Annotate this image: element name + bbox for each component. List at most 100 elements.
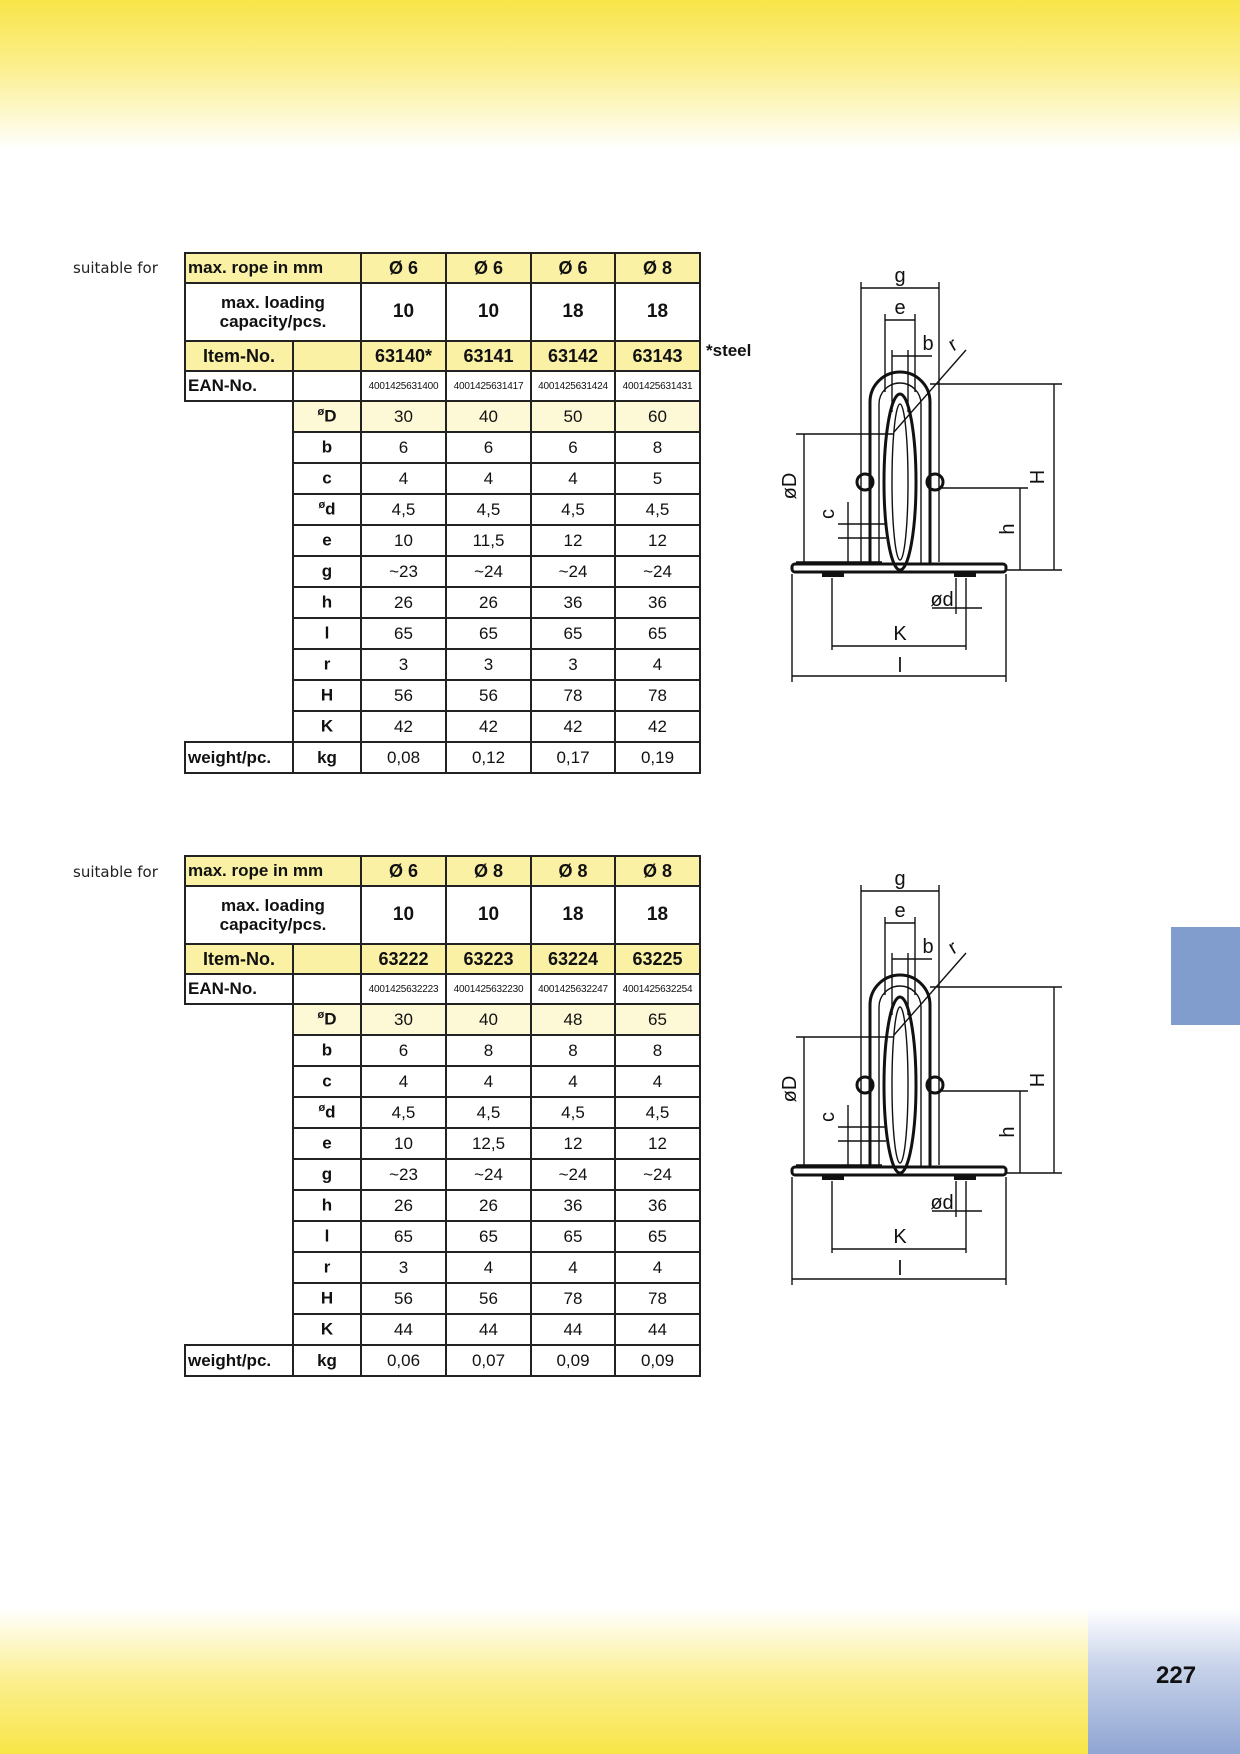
dimension-label: g: [292, 555, 362, 588]
dimension-name: h: [321, 592, 333, 612]
dimension-name: g: [321, 1164, 333, 1184]
dimension-name: D: [324, 406, 337, 426]
dimension-blank: [185, 1003, 294, 1345]
dimension-value-cell: 26: [360, 586, 447, 619]
rope-size-cell: Ø 8: [445, 855, 532, 887]
dimension-value-cell: ~24: [614, 1158, 701, 1191]
dimension-value-cell: 65: [360, 1220, 447, 1253]
dimension-label-d: ød: [930, 1192, 953, 1214]
item-number-cell: 63224: [530, 943, 616, 975]
sheave-groove: [891, 1006, 909, 1164]
ean-cell: 4001425632230: [445, 973, 532, 1005]
dimension-value-cell: 4,5: [360, 493, 447, 526]
dimension-value-cell: 4: [530, 462, 616, 495]
dimension-label: K: [292, 1313, 362, 1346]
dimension-value-cell: 4: [530, 1251, 616, 1284]
dimension-name: d: [325, 1102, 336, 1122]
item-number-label: Item-No.: [184, 340, 294, 372]
dimension-label: l: [292, 1220, 362, 1253]
capacity-cell: 10: [360, 282, 447, 342]
weight-cell: 0,06: [360, 1344, 447, 1377]
dimension-value-cell: 65: [445, 617, 532, 650]
dimension-value-cell: 4: [614, 1251, 701, 1284]
weight-label: weight/pc.: [184, 1344, 294, 1377]
rope-size-cell: Ø 8: [614, 252, 701, 284]
dimension-label-k: K: [893, 1226, 907, 1248]
dimension-value-cell: 42: [530, 710, 616, 743]
dimension-name: K: [320, 1319, 334, 1339]
dimension-value-cell: 4: [530, 1065, 616, 1098]
weight-unit: kg: [292, 1344, 362, 1377]
dimension-value-cell: 65: [614, 1220, 701, 1253]
base-foot: [822, 1175, 844, 1180]
dimension-label: ød: [292, 1096, 362, 1129]
dimension-row: g~23~24~24~24: [185, 555, 701, 588]
dimension-value-cell: 26: [445, 1189, 532, 1222]
weight-cell: 0,19: [614, 741, 701, 774]
dimension-label: øD: [292, 1003, 362, 1036]
ean-cell: 4001425631424: [530, 370, 616, 402]
diameter-symbol: ø: [318, 499, 326, 512]
dimension-value-cell: 11,5: [445, 524, 532, 557]
capacity-cell: 18: [614, 885, 701, 945]
dimension-name: b: [321, 437, 333, 457]
dimension-label-k: K: [893, 623, 907, 645]
dimension-label-h: h: [997, 523, 1019, 534]
drawing-line: [893, 349, 967, 433]
dimension-value-cell: 26: [445, 586, 532, 619]
base-foot: [822, 572, 844, 577]
dimension-label-b: b: [922, 936, 933, 958]
axle-boss: [925, 1075, 945, 1095]
dimension-name: e: [322, 530, 332, 550]
dimension-value-cell: ~24: [614, 555, 701, 588]
dimension-label-r: r: [945, 333, 962, 356]
diameter-symbol: ø: [318, 1102, 326, 1115]
dimension-value-cell: 12,5: [445, 1127, 532, 1160]
dimension-value-cell: 8: [530, 1034, 616, 1067]
dimension-label: h: [292, 586, 362, 619]
dimension-value-cell: 4,5: [360, 1096, 447, 1129]
dimension-name: r: [323, 654, 331, 674]
dimension-value-cell: 4,5: [445, 493, 532, 526]
dimension-label-d: ød: [930, 589, 953, 611]
dimension-value-cell: 36: [530, 586, 616, 619]
item-number-label: Item-No.: [184, 943, 294, 975]
dimension-value-cell: 4: [360, 462, 447, 495]
dimension-label-d: øD: [782, 1076, 801, 1103]
dimension-label-c: c: [817, 1112, 839, 1122]
dimension-value-cell: 30: [360, 400, 447, 433]
dimension-value-cell: 4: [445, 1065, 532, 1098]
dimension-label: r: [292, 1251, 362, 1284]
base-plate: [790, 562, 1008, 574]
dimension-label: øD: [292, 400, 362, 433]
dimension-label: g: [292, 1158, 362, 1191]
weight-cell: 0,12: [445, 741, 532, 774]
capacity-cell: 18: [614, 282, 701, 342]
axle-boss: [855, 472, 875, 492]
base-foot: [954, 572, 976, 577]
bottom-yellow-band: [0, 1608, 1088, 1754]
item-number-cell: 63141: [445, 340, 532, 372]
dimension-label-g: g: [894, 265, 905, 287]
dimension-value-cell: 8: [614, 431, 701, 464]
dimension-value-cell: 4: [614, 1065, 701, 1098]
dimension-value-cell: 44: [530, 1313, 616, 1346]
dimension-value-cell: 65: [614, 617, 701, 650]
base-plate: [790, 1165, 1008, 1177]
dimension-value-cell: 56: [445, 679, 532, 712]
diameter-symbol: ø: [317, 406, 325, 419]
dimension-value-cell: 6: [530, 431, 616, 464]
